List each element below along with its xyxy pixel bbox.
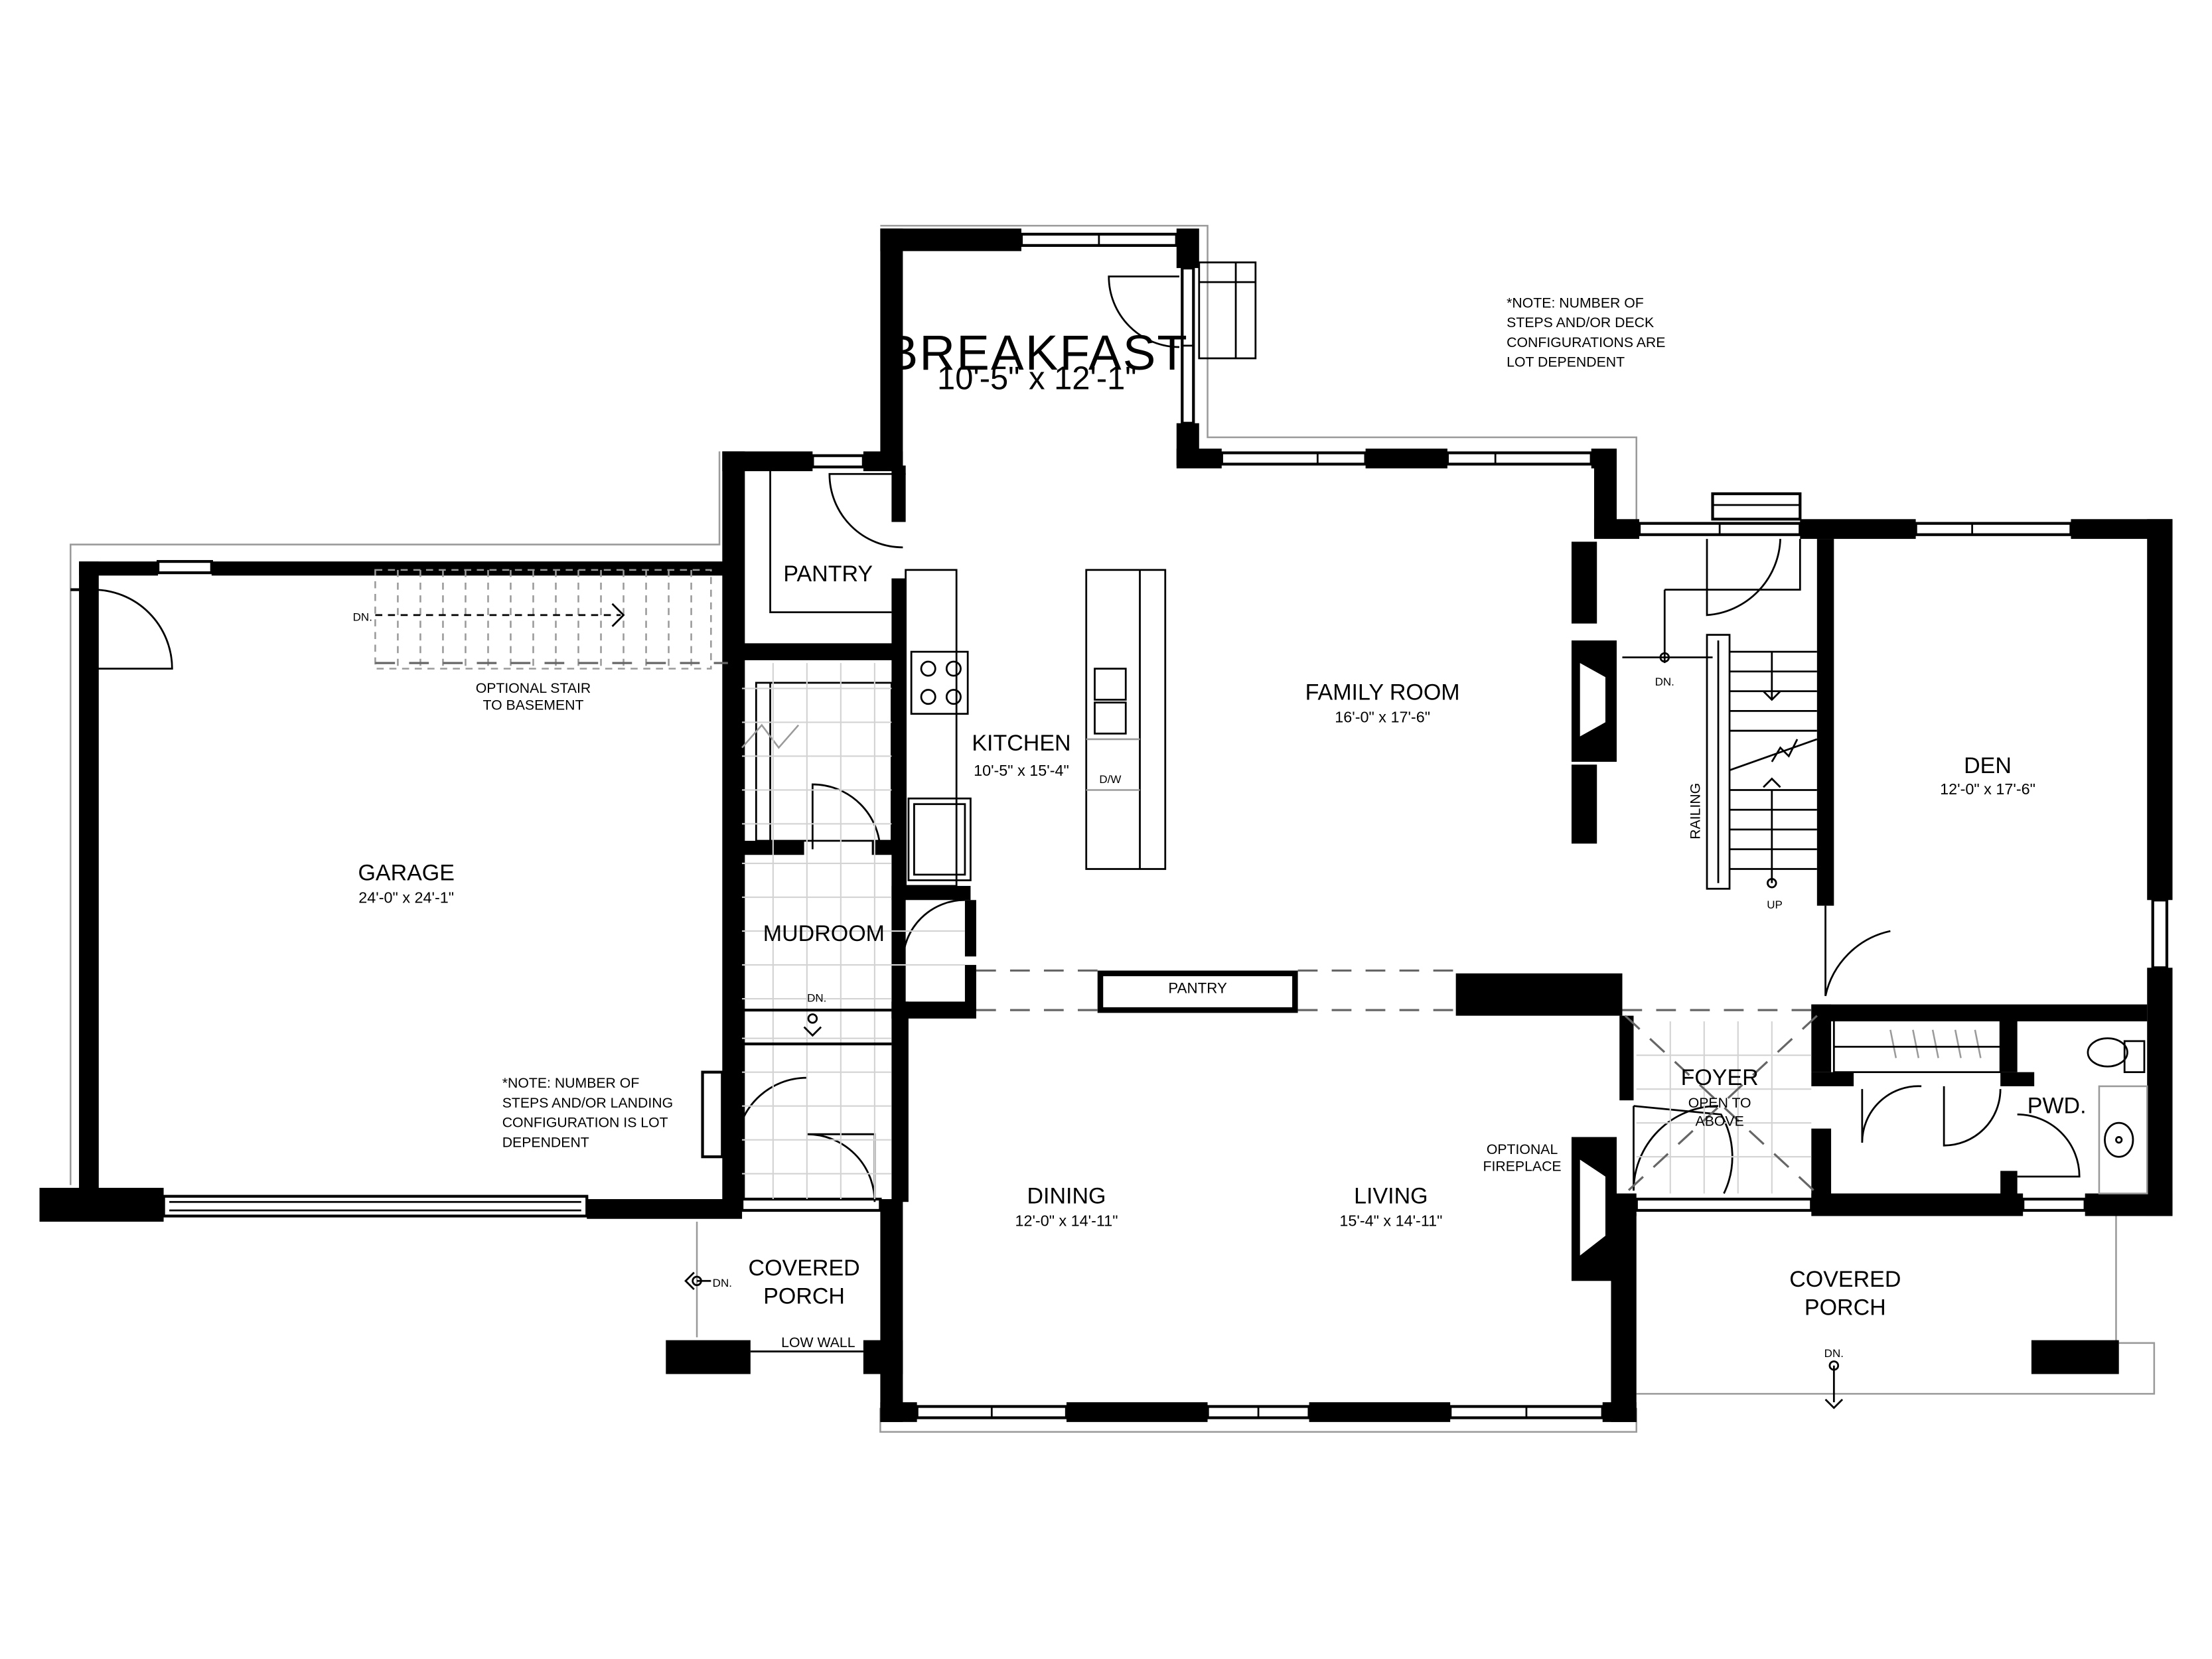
dashed-divisions — [976, 969, 1820, 1011]
kitchen-name: KITCHEN — [972, 731, 1070, 756]
dw-label: D/W — [1099, 773, 1121, 786]
garage-optional-stair — [374, 569, 728, 670]
porch-right-dn-label: DN. — [1824, 1347, 1844, 1360]
foyer-sub2: ABOVE — [1696, 1113, 1744, 1129]
family-room-dim: 16'-0" x 17'-6" — [1335, 708, 1430, 725]
room-labels: BREAKFAST 10'-5" x 12'-1" PANTRY KITCHEN… — [358, 325, 2086, 1320]
pwd-name: PWD. — [2028, 1093, 2087, 1118]
interior-walls — [742, 465, 2148, 1281]
powder-room-fixtures — [2087, 1037, 2148, 1194]
garage-name: GARAGE — [358, 861, 454, 886]
kitchen-dim: 10'-5" x 15'-4" — [974, 762, 1069, 779]
exterior-walls — [39, 228, 2173, 1422]
built-ins-bottom-line2: BUILT INS — [1585, 778, 1598, 831]
landing-note-line3: CONFIGURATION IS LOT — [502, 1115, 668, 1131]
main-stair — [1622, 539, 1818, 890]
optional-fireplace-line2: FIREPLACE — [1483, 1158, 1562, 1174]
fireplace-cutouts — [1580, 663, 1605, 1256]
breakfast-dim: 10'-5" x 12'-1" — [937, 361, 1137, 397]
built-ins-bottom-line1: OPTIONAL — [1574, 776, 1587, 833]
pantry-shelves — [741, 471, 893, 842]
small-pantry-label: PANTRY — [1168, 980, 1227, 997]
living-name: LIVING — [1354, 1183, 1428, 1208]
deck-note-line4: LOT DEPENDENT — [1507, 354, 1625, 370]
pantry-name: PANTRY — [783, 561, 873, 587]
kitchen-fixtures — [905, 569, 1167, 887]
foyer-open-to-above — [1624, 1015, 1818, 1194]
breakfast-name: BREAKFAST — [885, 325, 1189, 380]
landing-note-line2: STEPS AND/OR LANDING — [502, 1095, 673, 1111]
windows — [70, 232, 2169, 1419]
mudroom-name: MUDROOM — [763, 921, 885, 946]
optional-stair-line2: TO BASEMENT — [483, 697, 584, 713]
garage-dim: 24'-0" x 24'-1" — [358, 889, 454, 906]
dining-name: DINING — [1027, 1183, 1106, 1208]
porch-markers — [684, 1013, 1844, 1409]
railing-label: RAILING — [1687, 783, 1703, 839]
landing-note-line4: DEPENDENT — [502, 1134, 589, 1150]
covered-porch-right-line2: PORCH — [1805, 1295, 1886, 1320]
mudroom-tile — [742, 663, 965, 1199]
covered-porch-right-line1: COVERED — [1789, 1267, 1901, 1292]
low-wall-label: LOW WALL — [781, 1334, 855, 1350]
deck-note-line1: *NOTE: NUMBER OF — [1507, 295, 1644, 311]
optional-stair-line1: OPTIONAL STAIR — [476, 680, 591, 696]
garage-dn-label: DN. — [353, 611, 372, 623]
deck-note-line3: CONFIGURATIONS ARE — [1507, 334, 1665, 350]
stair-dn-label: DN. — [1655, 676, 1674, 688]
outer-outline — [70, 224, 2156, 1433]
closet — [1832, 1017, 2002, 1074]
dining-dim: 12'-0" x 14'-11" — [1015, 1212, 1118, 1229]
covered-porch-left-line2: PORCH — [763, 1283, 845, 1309]
deck-steps — [1198, 261, 1257, 360]
built-ins-top-line2: BUILT INS — [1585, 557, 1598, 611]
landing-note-line1: *NOTE: NUMBER OF — [502, 1075, 640, 1091]
foyer-tile — [1636, 1021, 1812, 1194]
small-pantry-box — [1103, 976, 1293, 1007]
foyer-sub1: OPEN TO — [1688, 1095, 1751, 1111]
living-dim: 15'-4" x 14'-11" — [1339, 1212, 1442, 1229]
covered-porch-left-line1: COVERED — [749, 1256, 860, 1281]
notes: *NOTE: NUMBER OF STEPS AND/OR DECK CONFI… — [502, 295, 1666, 1150]
stair-up-label: UP — [1767, 899, 1783, 911]
family-room-name: FAMILY ROOM — [1305, 680, 1460, 705]
den-dim: 12'-0" x 17'-6" — [1940, 780, 2035, 798]
deck-note-line2: STEPS AND/OR DECK — [1507, 315, 1654, 330]
mudroom-dn-label: DN. — [807, 991, 826, 1004]
annotation-labels: PANTRY OPTIONAL STAIR TO BASEMENT DN. DN… — [353, 555, 1844, 1360]
foyer-name: FOYER — [1681, 1065, 1759, 1090]
den-name: DEN — [1964, 753, 2012, 778]
optional-fireplace-line1: OPTIONAL — [1487, 1141, 1558, 1157]
porch-left-dn-label: DN. — [713, 1277, 732, 1289]
built-ins-top-line1: OPTIONAL — [1574, 555, 1587, 613]
